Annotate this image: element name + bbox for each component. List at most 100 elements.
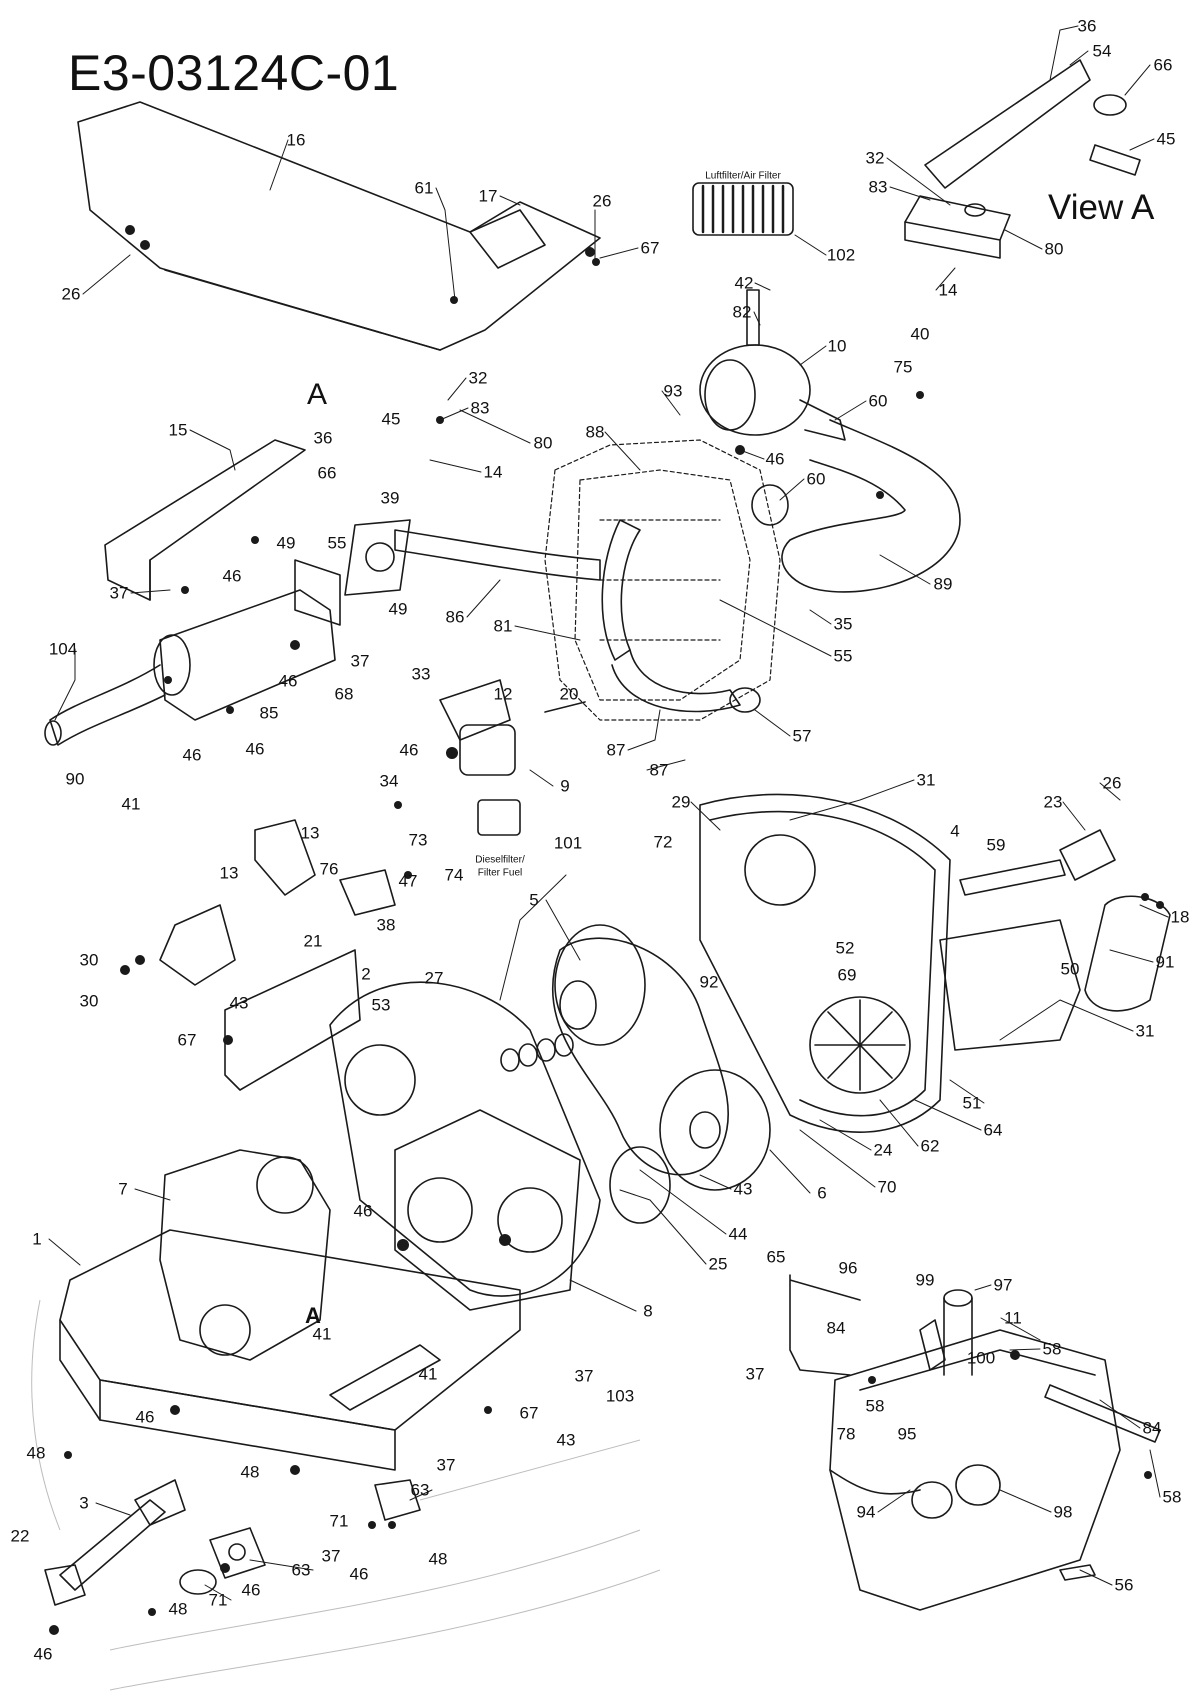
callout-46: 46 [241, 1580, 261, 1600]
callout-27: 27 [424, 968, 444, 988]
heat-shield-16 [78, 102, 600, 350]
callout-35: 35 [833, 614, 853, 634]
callout-13: 13 [219, 863, 239, 883]
fuel-line-65 [790, 1275, 860, 1375]
callout-23: 23 [1043, 792, 1063, 812]
callout-46: 46 [399, 740, 419, 760]
callout-80: 80 [1044, 239, 1064, 259]
callout-3: 3 [79, 1493, 89, 1513]
callout-51: 51 [962, 1093, 982, 1113]
callout-2: 2 [361, 964, 371, 984]
callout-25: 25 [708, 1254, 728, 1274]
callout-7: 7 [118, 1179, 128, 1199]
callout-37: 37 [109, 583, 129, 603]
filler-neck-97 [944, 1290, 972, 1306]
callout-43: 43 [229, 993, 249, 1013]
callout-24: 24 [873, 1140, 893, 1160]
callout-68: 68 [334, 684, 354, 704]
callout-71: 71 [329, 1511, 349, 1531]
drive-clutch-5 [555, 925, 645, 1045]
callout-37: 37 [574, 1366, 594, 1386]
callout-41: 41 [121, 794, 141, 814]
callout-63: 63 [410, 1480, 430, 1500]
callout-83: 83 [868, 177, 888, 197]
callout-40: 40 [910, 324, 930, 344]
callout-87: 87 [606, 740, 626, 760]
muffler-85 [160, 590, 335, 720]
callout-83: 83 [470, 398, 490, 418]
callout-86: 86 [445, 607, 465, 627]
callout-71: 71 [208, 1590, 228, 1610]
diesel-filter-label-1: Dieselfilter/ [475, 854, 525, 866]
callout-48: 48 [26, 1443, 46, 1463]
callout-72: 72 [653, 832, 673, 852]
callout-22: 22 [10, 1526, 30, 1546]
callout-45: 45 [381, 409, 401, 429]
callout-43: 43 [733, 1179, 753, 1199]
callout-5: 5 [529, 890, 539, 910]
hose-clamp-60 [752, 485, 788, 525]
fuel-filter-9 [460, 725, 515, 775]
muffler-shield-15 [105, 440, 305, 600]
callout-48: 48 [168, 1599, 188, 1619]
callout-64: 64 [983, 1120, 1003, 1140]
callout-54: 54 [1092, 41, 1112, 61]
callout-20: 20 [559, 684, 579, 704]
callout-46: 46 [222, 566, 242, 586]
callout-94: 94 [856, 1502, 876, 1522]
callout-46: 46 [278, 671, 298, 691]
callout-46: 46 [349, 1564, 369, 1584]
callout-80: 80 [533, 433, 553, 453]
flange-49 [295, 560, 340, 625]
engine-block [545, 440, 780, 720]
bracket-13-left [160, 905, 235, 985]
callout-46: 46 [765, 449, 785, 469]
callout-30: 30 [79, 950, 99, 970]
callout-46: 46 [245, 739, 265, 759]
callout-46: 46 [353, 1201, 373, 1221]
callout-74: 74 [444, 865, 464, 885]
callout-1: 1 [32, 1229, 42, 1249]
callout-41: 41 [418, 1364, 438, 1384]
mount-63-left [210, 1528, 265, 1578]
callout-16: 16 [286, 130, 306, 150]
callout-90: 90 [65, 769, 85, 789]
cvt-inner-housing-53 [330, 982, 600, 1296]
cvt-outer-cover-29 [700, 794, 950, 1132]
callout-36: 36 [313, 428, 333, 448]
callout-34: 34 [379, 771, 399, 791]
bracket-13-right [255, 820, 315, 895]
callout-46: 46 [33, 1644, 53, 1664]
callout-96: 96 [838, 1258, 858, 1278]
shield-tab-17 [470, 210, 545, 268]
callout-32: 32 [468, 368, 488, 388]
callout-92: 92 [699, 972, 719, 992]
callout-39: 39 [380, 488, 400, 508]
callout-11: 11 [1004, 1308, 1022, 1328]
callout-101: 101 [553, 833, 583, 853]
callout-58: 58 [865, 1396, 885, 1416]
bracket-2 [225, 950, 360, 1090]
vent-tube-84 [1045, 1385, 1160, 1442]
callout-91: 91 [1155, 952, 1175, 972]
callout-66: 66 [1153, 55, 1173, 75]
callout-8: 8 [643, 1301, 653, 1321]
callout-38: 38 [376, 915, 396, 935]
intake-hose-89 [782, 420, 960, 592]
callout-4: 4 [950, 821, 960, 841]
callout-104: 104 [48, 639, 78, 659]
callout-32: 32 [865, 148, 885, 168]
callout-49: 49 [276, 533, 296, 553]
callout-73: 73 [408, 830, 428, 850]
callout-58: 58 [1162, 1487, 1182, 1507]
callout-46: 46 [135, 1407, 155, 1427]
callout-53: 53 [371, 995, 391, 1015]
mount-63-right [375, 1480, 420, 1520]
callout-95: 95 [897, 1424, 917, 1444]
callout-21: 21 [303, 931, 323, 951]
callout-46: 46 [182, 745, 202, 765]
driveshaft-3 [60, 1500, 165, 1590]
callout-98: 98 [1053, 1502, 1073, 1522]
callout-78: 78 [836, 1424, 856, 1444]
